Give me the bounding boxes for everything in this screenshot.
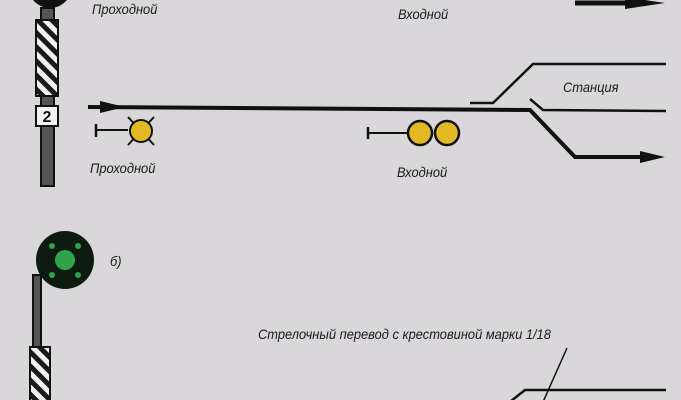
main-track	[87, 62, 667, 163]
top-track	[575, 0, 665, 9]
label-station: Станция	[563, 79, 619, 95]
label-top-passing: Проходной	[92, 1, 158, 17]
signal-post	[32, 274, 42, 400]
leader-line	[543, 347, 568, 400]
mast-signal-top: 2	[33, 0, 67, 187]
yellow-light-1	[406, 119, 434, 147]
green-light	[55, 250, 75, 270]
label-top-entry: Входной	[398, 6, 449, 22]
track-arrow-right	[640, 151, 665, 163]
label-entry: Входной	[397, 164, 448, 180]
striped-marker	[35, 19, 59, 97]
striped-marker	[29, 346, 51, 400]
station-track-middle	[529, 98, 667, 113]
label-switch-note: Стрелочный перевод с крестовиной марки 1…	[258, 326, 551, 342]
station-track-upper	[470, 62, 666, 105]
label-section-b: б)	[110, 253, 122, 269]
plate-number: 2	[43, 109, 52, 126]
number-plate	[35, 105, 59, 127]
track-arrow-direction	[100, 101, 125, 113]
yellow-light	[129, 119, 153, 143]
passing-signal	[94, 116, 155, 146]
label-passing: Проходной	[90, 160, 156, 176]
yellow-light-2	[433, 119, 461, 147]
mast-signal-green	[29, 231, 94, 400]
entry-signal	[366, 119, 461, 147]
signal-head	[33, 0, 67, 8]
switch-track	[510, 347, 666, 400]
